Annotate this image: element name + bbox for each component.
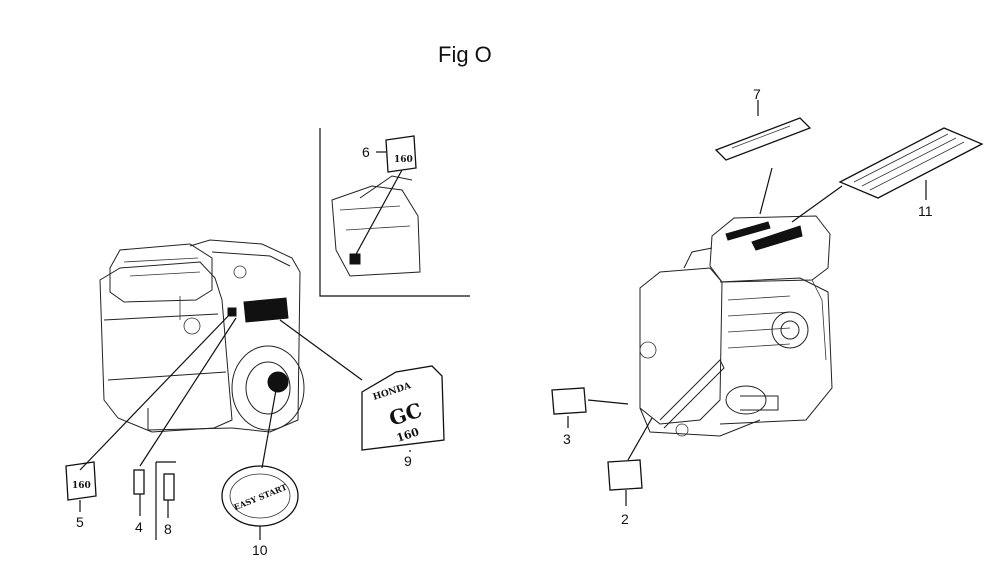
recoil-decal-mark — [267, 371, 289, 393]
part-5-text: 160 — [72, 481, 91, 491]
callout-2: 2 — [621, 511, 629, 527]
callout-10: 10 — [252, 542, 268, 558]
callout-7: 7 — [753, 86, 761, 102]
part-6-decal: 160 6 — [353, 135, 417, 259]
callout-11: 11 — [918, 203, 933, 219]
part-10-decal: EASY START 10 — [221, 389, 299, 558]
left-engine-drawing — [99, 239, 305, 433]
callout-6: 6 — [362, 144, 370, 160]
callout-3: 3 — [563, 431, 571, 447]
inset-detail — [319, 128, 470, 297]
part-7-plate: 7 — [714, 86, 812, 215]
part-5-decal: 160 5 — [65, 311, 233, 530]
side-decal-mark — [243, 297, 289, 323]
part-9-decal: HONDA GC 160 9 — [279, 319, 445, 469]
part-4-strip: 4 — [133, 317, 237, 535]
callout-9: 9 — [404, 453, 412, 469]
callout-8: 8 — [164, 521, 172, 537]
right-engine-drawing — [639, 215, 833, 437]
part-11-label: 11 — [791, 127, 984, 223]
callout-5: 5 — [76, 514, 84, 530]
part-3-label: 3 — [551, 387, 629, 447]
part-6-text: 160 — [394, 155, 413, 165]
part-8-strip: 8 — [155, 461, 176, 540]
part-2-label: 2 — [607, 417, 653, 527]
callout-4: 4 — [135, 519, 143, 535]
figure-title: Fig O — [438, 42, 492, 67]
